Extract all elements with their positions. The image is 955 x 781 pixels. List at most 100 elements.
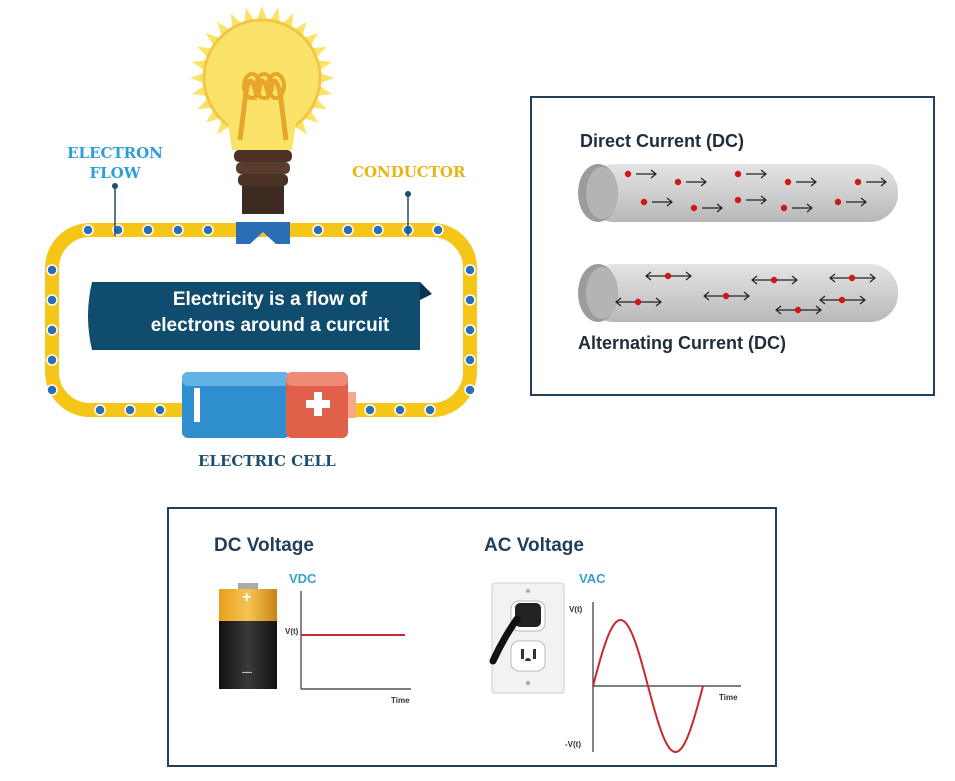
electron-particles <box>46 224 476 416</box>
charge-dot <box>780 204 788 212</box>
arrow-right <box>796 177 817 187</box>
electron-dot <box>46 384 58 396</box>
sun-ray <box>205 109 221 123</box>
arrow-left <box>829 273 850 283</box>
ac-sine-wave <box>592 618 704 754</box>
electron-dot <box>424 404 436 416</box>
sun-ray <box>191 85 207 96</box>
charge-dot <box>674 178 682 186</box>
sun-ray <box>191 60 207 71</box>
electron-dot <box>464 354 476 366</box>
lightbulb-icon <box>190 6 334 244</box>
sun-ray <box>303 33 319 47</box>
electric-cell-label: ELECTRIC CELL <box>198 452 336 470</box>
conductor-label: CONDUCTOR <box>352 163 466 181</box>
wall-outlet-icon <box>489 582 565 694</box>
sun-ray <box>293 119 307 135</box>
ac-y-bottom-label: -V(t) <box>565 740 581 749</box>
banner-text: Electricity is a flow of electrons aroun… <box>110 287 430 339</box>
battery-minus-sign: — <box>242 667 252 678</box>
ac-graph-label: VAC <box>579 571 606 586</box>
banner-line-2: electrons around a curcuit <box>150 315 390 336</box>
charge-dot <box>838 296 846 304</box>
electron-dot <box>464 324 476 336</box>
charge-dot <box>770 276 778 284</box>
arrow-right <box>671 271 692 281</box>
electron-flow-label: ELECTRON FLOW <box>67 144 163 182</box>
electron-dot <box>432 224 444 236</box>
ac-y-top-label: V(t) <box>569 605 583 614</box>
charge-dot <box>734 170 742 178</box>
arrow-left <box>703 291 724 301</box>
info-banner <box>88 282 420 350</box>
arrow-right <box>702 203 723 213</box>
electron-dot <box>46 354 58 366</box>
sun-ray <box>317 85 333 96</box>
sun-ray <box>190 72 205 84</box>
circuit-diagram: ELECTRON FLOW CONDUCTOR ELECTRIC CELL El… <box>0 0 500 480</box>
sun-ray <box>205 33 221 47</box>
battery-icon <box>182 372 356 438</box>
sun-ray <box>319 72 334 84</box>
dc-graph-label: VDC <box>289 571 317 586</box>
electron-dot <box>372 224 384 236</box>
arrow-right <box>801 305 822 315</box>
dc-y-axis-label: V(t) <box>285 627 299 636</box>
arrow-right <box>845 295 866 305</box>
electron-dot <box>394 404 406 416</box>
banner-line-1: Electricity is a flow of <box>172 289 368 310</box>
sun-ray <box>293 21 307 37</box>
electron-dot <box>464 384 476 396</box>
arrow-left <box>751 275 772 285</box>
electron-dot <box>364 404 376 416</box>
dc-voltage-title: DC Voltage <box>214 535 314 556</box>
charge-dot <box>834 198 842 206</box>
electron-dot <box>94 404 106 416</box>
electron-dot <box>342 224 354 236</box>
circuit-svg <box>45 6 477 438</box>
ac-pipe <box>578 264 898 322</box>
electron-dot <box>464 264 476 276</box>
electron-dot <box>46 294 58 306</box>
sun-ray <box>217 119 231 135</box>
electron-dot <box>312 224 324 236</box>
arrow-right <box>866 177 887 187</box>
electron-dot <box>82 224 94 236</box>
charge-dot <box>624 170 632 178</box>
electron-dot <box>46 264 58 276</box>
ac-voltage-graph <box>592 602 741 754</box>
sun-ray <box>244 7 255 23</box>
electron-dot <box>464 294 476 306</box>
arrow-right <box>641 297 662 307</box>
dc-pipe <box>578 164 898 222</box>
voltage-panel: DC Voltage AC Voltage + — VDC V(t) Time … <box>167 507 777 767</box>
charge-dot <box>854 178 862 186</box>
dc-voltage-graph <box>300 591 411 690</box>
electron-dot <box>202 224 214 236</box>
charge-dot <box>690 204 698 212</box>
arrow-right <box>746 195 767 205</box>
charge-dot <box>640 198 648 206</box>
arrow-right <box>652 197 673 207</box>
electron-dot <box>124 404 136 416</box>
arrow-right <box>792 203 813 213</box>
arrow-right <box>729 291 750 301</box>
arrow-right <box>636 169 657 179</box>
dc-current-title: Direct Current (DC) <box>580 131 745 151</box>
ac-voltage-title: AC Voltage <box>484 535 584 556</box>
electron-dot <box>172 224 184 236</box>
arrow-left <box>775 305 796 315</box>
arrow-right <box>855 273 876 283</box>
sun-ray <box>256 6 268 21</box>
dc-x-axis-label: Time <box>391 696 410 705</box>
charge-dot <box>784 178 792 186</box>
electron-dot <box>46 324 58 336</box>
electron-dot <box>142 224 154 236</box>
charge-dot <box>734 196 742 204</box>
charge-dot <box>848 274 856 282</box>
sun-ray <box>269 7 280 23</box>
arrow-right <box>686 177 707 187</box>
arrow-left <box>819 295 840 305</box>
ac-x-axis-label: Time <box>719 693 738 702</box>
electron-dot <box>154 404 166 416</box>
